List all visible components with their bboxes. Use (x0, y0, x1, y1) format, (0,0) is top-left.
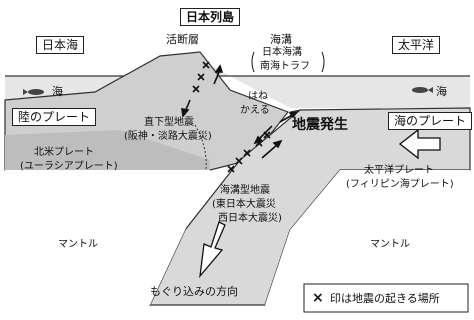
label-sea-left: 海 (52, 85, 63, 98)
label-inland-quake-example: (阪神・淡路大震災) (124, 131, 212, 142)
label-trench-japan: 日本海溝 (262, 47, 302, 58)
legend-box (303, 283, 469, 313)
label-inland-quake: 直下型地震 (144, 117, 194, 128)
label-sea-right: 海 (436, 85, 447, 98)
fish-icon-right (412, 87, 433, 93)
lower-crust (5, 130, 210, 170)
label-oceanic-plate: 海のプレート (388, 112, 473, 130)
label-japan-islands: 日本列島 (180, 8, 241, 26)
label-trench-quake: 海溝型地震 (220, 185, 270, 196)
label-trench-nankai: 南海トラフ (260, 61, 310, 72)
label-mantle-left: マントル (58, 239, 98, 250)
fish-icon-left (23, 89, 44, 95)
legend-x-mark: × (312, 290, 324, 306)
label-subduction-direction: もぐり込みの方向 (150, 285, 238, 298)
label-rebound-2: かえる (240, 105, 270, 116)
plate-motion-arrow (398, 128, 441, 160)
label-trench: 海溝 (270, 33, 292, 46)
label-pacific-plate: 太平洋プレート (364, 165, 434, 176)
label-active-fault: 活断層 (166, 33, 199, 46)
sea-water (5, 56, 470, 108)
trench-brackets (251, 51, 325, 73)
mantle-right-area (265, 170, 470, 305)
legend-text: 印は地震の起きる場所 (330, 292, 440, 305)
interface-x-marks (227, 131, 271, 173)
label-earthquake-occurs: 地震発生 (292, 117, 348, 133)
label-continental-plate: 陸のプレート (12, 108, 97, 126)
trench-contact (289, 109, 301, 113)
fault-arrows (181, 64, 224, 118)
label-pacific-ocean: 太平洋 (392, 36, 441, 54)
label-trench-quake-east: (東日本大震災 (212, 199, 276, 210)
label-mantle-right: マントル (370, 239, 410, 250)
label-rebound-1: はね (248, 91, 268, 102)
mantle-left-area (5, 170, 210, 305)
label-na-plate: 北米プレート (34, 147, 94, 158)
interface-arrows (253, 110, 299, 159)
label-philippine-plate: (フィリピン海プレート) (346, 179, 454, 190)
subduction-arrow (199, 221, 226, 279)
label-trench-quake-west: 西日本大震災) (218, 213, 282, 224)
label-sea-of-japan: 日本海 (36, 36, 85, 54)
fault-x-marks (192, 61, 210, 93)
label-eurasian-plate: (ユーラシアプレート) (20, 161, 118, 172)
